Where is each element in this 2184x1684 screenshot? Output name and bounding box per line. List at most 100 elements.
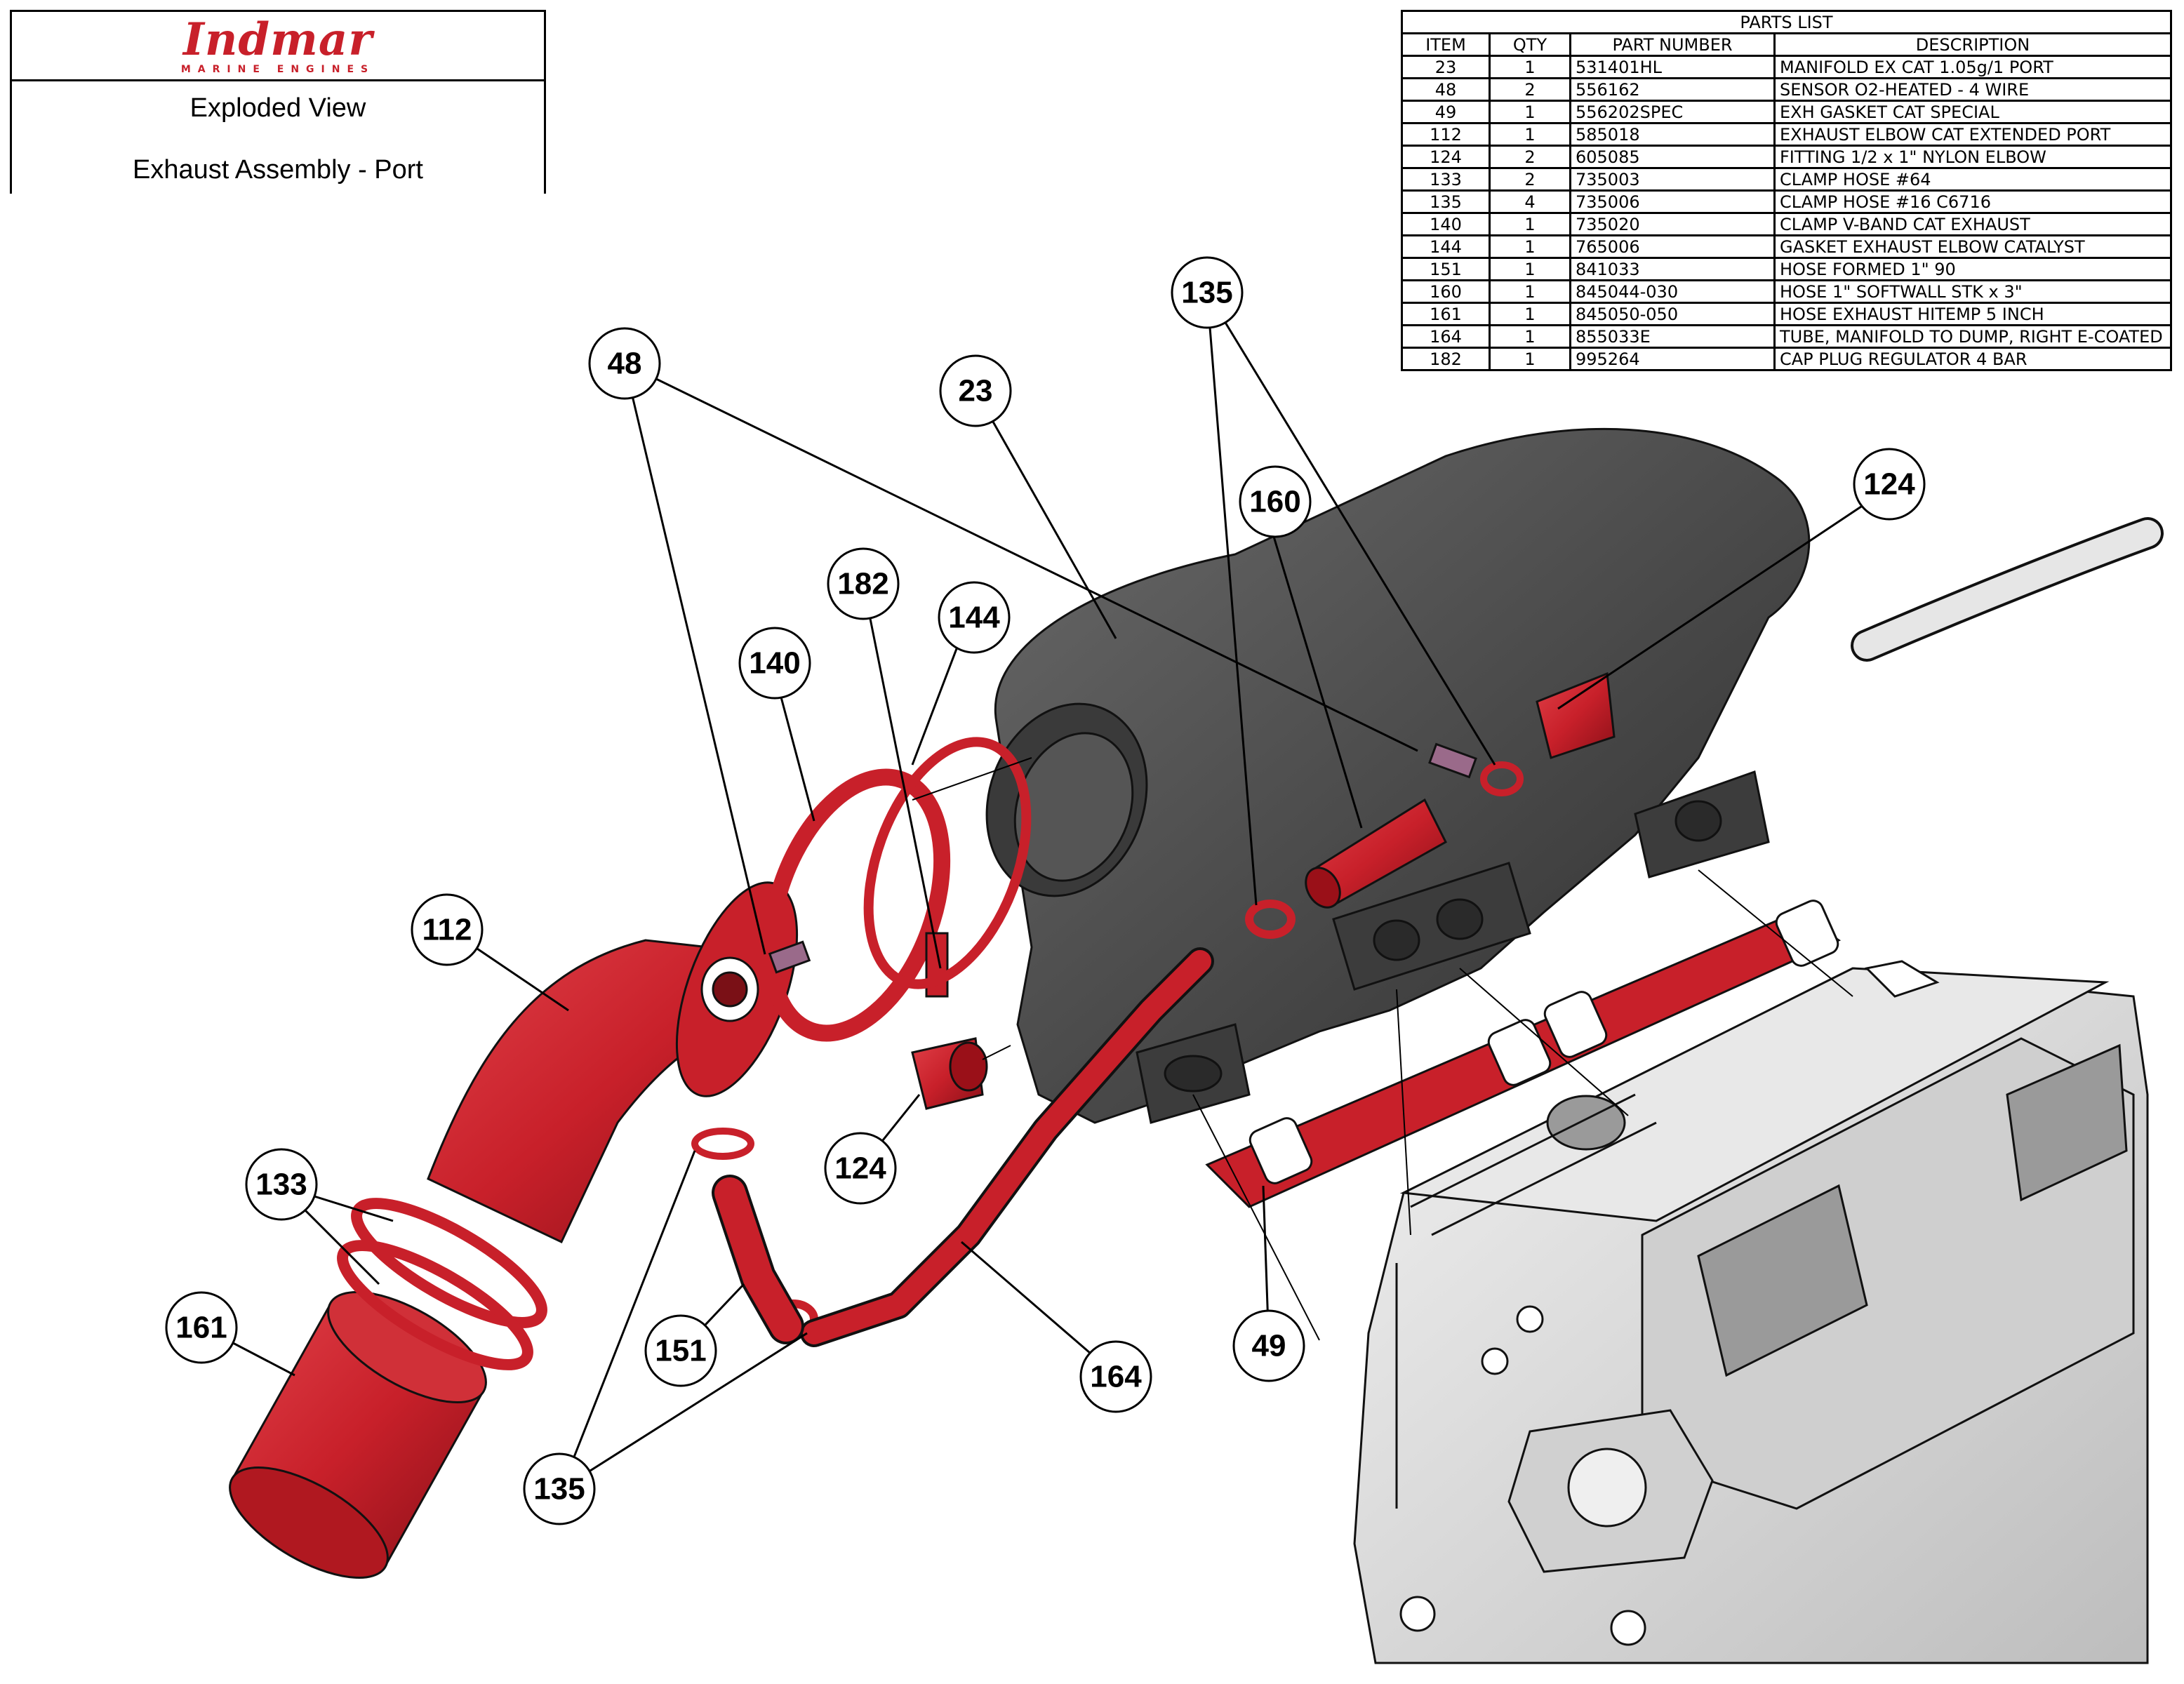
balloon-48-label: 48	[608, 347, 642, 381]
cell-item: 140	[1401, 212, 1491, 236]
brand-logo: Indmar MARINE ENGINES	[12, 12, 544, 81]
balloon-140-label: 140	[749, 646, 800, 681]
cell-item: 151	[1401, 257, 1491, 281]
cell-qty: 1	[1489, 347, 1571, 371]
cell-part-number: 556202SPEC	[1569, 100, 1776, 124]
cell-description: TUBE, MANIFOLD TO DUMP, RIGHT E-COATED	[1773, 324, 2172, 349]
balloon-124-left: 124	[824, 1132, 897, 1205]
cell-part-number: 845044-030	[1569, 279, 1776, 304]
fitting-124-right	[1536, 671, 1616, 759]
cell-part-number: 765006	[1569, 234, 1776, 259]
parts-list-caption: PARTS LIST	[1401, 10, 2172, 34]
cell-part-number: 845050-050	[1569, 302, 1776, 326]
fitting-124-left	[911, 1037, 988, 1110]
elbow-112	[427, 881, 799, 1243]
cell-item: 48	[1401, 77, 1491, 102]
leader-48-b	[624, 362, 1418, 752]
balloon-151: 151	[644, 1314, 717, 1387]
balloon-151-label: 151	[655, 1334, 706, 1368]
projection-lines	[912, 757, 1853, 1341]
balloon-182: 182	[827, 547, 900, 620]
cell-description: HOSE EXHAUST HITEMP 5 INCH	[1773, 302, 2172, 326]
cell-qty: 2	[1489, 145, 1571, 169]
balloon-112: 112	[411, 893, 484, 966]
balloon-182-label: 182	[837, 567, 888, 601]
cell-part-number: 735003	[1569, 167, 1776, 192]
cell-qty: 4	[1489, 189, 1571, 214]
balloon-160-label: 160	[1249, 485, 1300, 519]
leader-160	[1262, 501, 1363, 829]
cell-qty: 1	[1489, 324, 1571, 349]
cell-item: 144	[1401, 234, 1491, 259]
cell-description: HOSE 1" SOFTWALL STK x 3"	[1773, 279, 2172, 304]
cell-qty: 1	[1489, 122, 1571, 147]
callout-balloons: 48 23 135 160 124 182 144 140 112 133 16…	[165, 256, 1926, 1525]
balloon-135-bottom-label: 135	[533, 1472, 585, 1506]
leader-135-d	[561, 1332, 808, 1490]
balloon-49-label: 49	[1252, 1329, 1286, 1363]
cell-description: CLAMP V-BAND CAT EXHAUST	[1773, 212, 2172, 236]
brand-tagline: MARINE ENGINES	[180, 64, 375, 75]
balloon-140: 140	[738, 627, 811, 700]
balloon-161-label: 161	[175, 1311, 227, 1345]
title-block: Indmar MARINE ENGINES Exploded View Exha…	[10, 10, 546, 194]
balloon-135-top-label: 135	[1181, 276, 1232, 310]
balloon-135-bottom: 135	[523, 1452, 596, 1525]
balloon-48: 48	[588, 327, 661, 400]
hose-151	[712, 1175, 804, 1344]
cell-item: 112	[1401, 122, 1491, 147]
hose-161	[229, 1291, 487, 1579]
gasket-49	[1205, 900, 1842, 1208]
parts-list-table: PARTS LIST ITEM QTY PART NUMBER DESCRIPT…	[1401, 10, 2172, 371]
cell-item: 49	[1401, 100, 1491, 124]
cell-description: GASKET EXHAUST ELBOW CATALYST	[1773, 234, 2172, 259]
cell-qty: 1	[1489, 302, 1571, 326]
leader-48-a	[623, 363, 766, 955]
cell-description: CAP PLUG REGULATOR 4 BAR	[1773, 347, 2172, 371]
balloon-112-label: 112	[422, 913, 472, 947]
cell-part-number: 735006	[1569, 189, 1776, 214]
cell-description: EXHAUST ELBOW CAT EXTENDED PORT	[1773, 122, 2172, 147]
cell-part-number: 531401HL	[1569, 55, 1776, 79]
brand-name: Indmar	[182, 13, 373, 66]
cell-part-number: 855033E	[1569, 324, 1776, 349]
balloon-164-label: 164	[1090, 1360, 1142, 1394]
cell-qty: 2	[1489, 77, 1571, 102]
cell-item: 23	[1401, 55, 1491, 79]
cell-qty: 1	[1489, 55, 1571, 79]
assembly-name: Exhaust Assembly - Port	[133, 155, 423, 185]
cell-part-number: 585018	[1569, 122, 1776, 147]
balloon-23-label: 23	[959, 374, 993, 408]
o2-sensors-48	[768, 742, 1477, 974]
leader-135-b	[1206, 292, 1496, 766]
cell-part-number: 556162	[1569, 77, 1776, 102]
leader-182	[862, 583, 942, 969]
cell-item: 124	[1401, 145, 1491, 169]
manifold	[985, 427, 1811, 1124]
balloon-133-label: 133	[255, 1168, 307, 1202]
cell-description: FITTING 1/2 x 1" NYLON ELBOW	[1773, 145, 2172, 169]
col-header-part-number: PART NUMBER	[1569, 32, 1776, 57]
cell-description: EXH GASKET CAT SPECIAL	[1773, 100, 2172, 124]
balloon-160: 160	[1239, 465, 1312, 538]
balloon-124-right-label: 124	[1863, 467, 1915, 502]
cell-item: 164	[1401, 324, 1491, 349]
cell-item: 161	[1401, 302, 1491, 326]
cell-item: 182	[1401, 347, 1491, 371]
col-header-qty: QTY	[1489, 32, 1571, 57]
leader-135-a	[1206, 292, 1258, 906]
cell-item: 135	[1401, 189, 1491, 214]
cell-qty: 1	[1489, 212, 1571, 236]
